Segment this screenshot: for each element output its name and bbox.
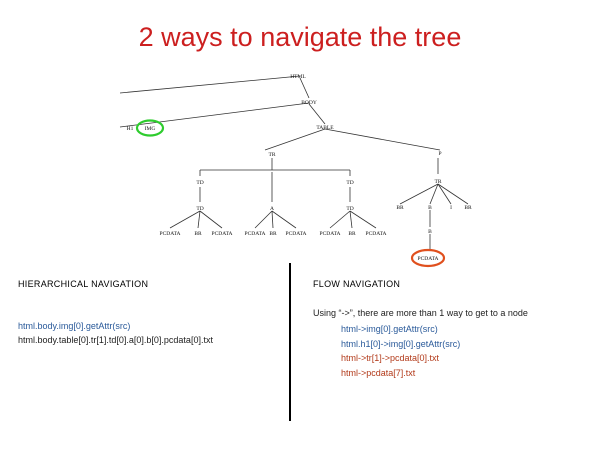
node-html: HTML xyxy=(290,74,306,80)
flow-line-2: html.h1[0]->img[0].getAttr(src) xyxy=(341,338,461,349)
node-b-child: B xyxy=(428,229,432,235)
flow-line-3: html->tr[1]->pcdata[0].txt xyxy=(341,353,440,364)
node-i: I xyxy=(450,205,452,211)
section-divider xyxy=(289,263,291,421)
hierarchical-line-1: html.body.img[0].getAttr(src) xyxy=(18,321,131,331)
node-pcdata-4: PCDATA xyxy=(286,231,307,237)
flow-intro: Using “->”, there are more than 1 way to… xyxy=(313,308,528,318)
dom-tree-diagram: HTML BODY H1 IMG TABLE P TR TR TD TD TD … xyxy=(119,74,472,268)
node-p: P xyxy=(438,151,441,157)
node-pcdata-2: PCDATA xyxy=(212,231,233,237)
node-tr-1: TR xyxy=(268,152,275,158)
node-tr-2: TR xyxy=(434,179,441,185)
node-a: A xyxy=(270,206,274,212)
hierarchical-line-2: html.body.table[0].tr[1].td[0].a[0].b[0]… xyxy=(18,335,213,345)
flow-line-4: html->pcdata[7].txt xyxy=(341,367,416,378)
node-br-5: BR xyxy=(348,231,356,237)
img-highlight-ring xyxy=(135,119,165,137)
node-td-b: TD xyxy=(346,180,353,186)
node-br-1: BR xyxy=(396,205,404,211)
node-table: TABLE xyxy=(316,125,334,131)
node-h1: H1 xyxy=(127,126,134,132)
hierarchical-heading: HIERARCHICAL NAVIGATION xyxy=(18,279,149,289)
flow-heading: FLOW NAVIGATION xyxy=(313,279,401,289)
flow-examples: html->img[0].getAttr(src) html.h1[0]->im… xyxy=(341,322,460,380)
flow-line-1: html->img[0].getAttr(src) xyxy=(341,324,438,334)
node-body: BODY xyxy=(301,100,317,106)
node-br-4: BR xyxy=(269,231,277,237)
node-pcdata-target: PCDATA xyxy=(418,256,439,262)
node-pcdata-5: PCDATA xyxy=(320,231,341,237)
node-pcdata-6: PCDATA xyxy=(366,231,387,237)
pcdata-highlight-ring xyxy=(410,248,446,268)
node-br-2: BR xyxy=(464,205,472,211)
node-b: B xyxy=(428,205,432,211)
node-td-d: TD xyxy=(346,206,353,212)
node-img: IMG xyxy=(145,126,156,132)
node-pcdata-1: PCDATA xyxy=(160,231,181,237)
node-br-3: BR xyxy=(194,231,202,237)
slide-title: 2 ways to navigate the tree xyxy=(138,22,462,52)
node-td-a: TD xyxy=(196,180,203,186)
node-pcdata-3: PCDATA xyxy=(245,231,266,237)
node-td-c: TD xyxy=(196,206,203,212)
tree-edges xyxy=(119,75,469,250)
